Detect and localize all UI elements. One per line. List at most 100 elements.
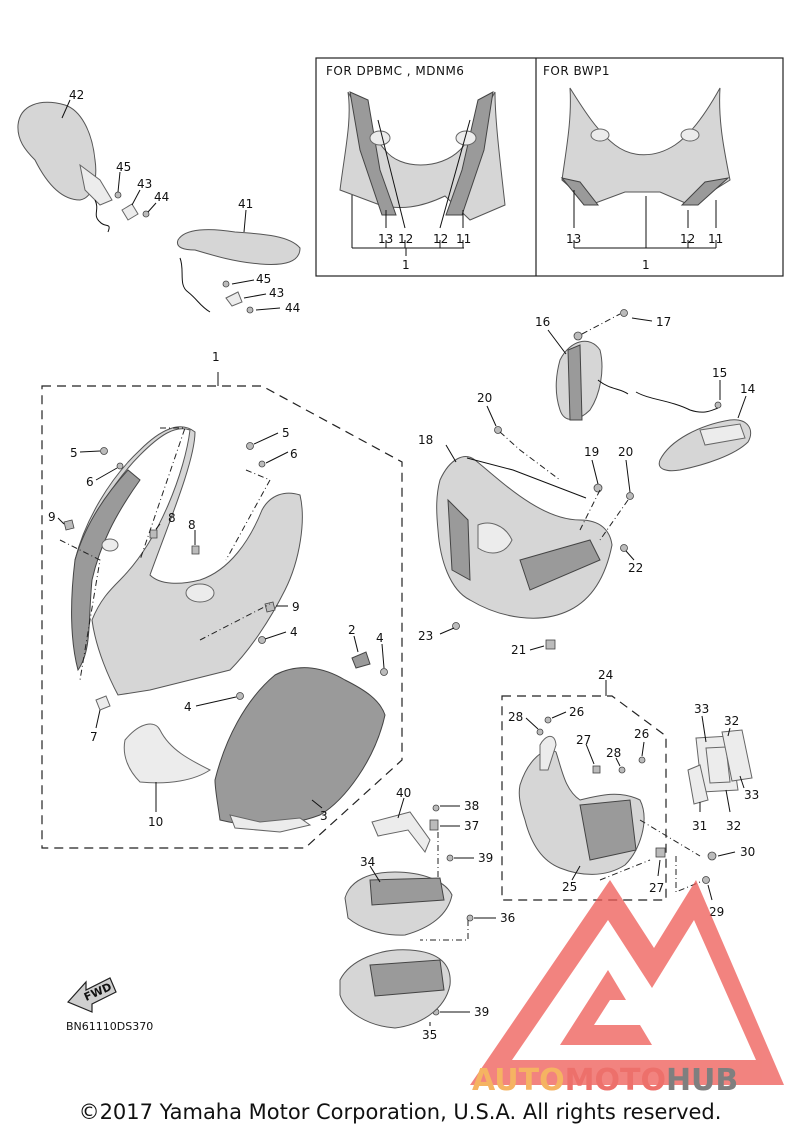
callout-32a: 32: [724, 714, 739, 728]
under-cover-35: [339, 949, 451, 1029]
callout-20a: 20: [477, 391, 492, 405]
callout-42: 42: [69, 88, 84, 102]
flasher-14: [635, 380, 752, 472]
side-cover-10: [123, 723, 211, 784]
callout-23: 23: [418, 629, 433, 643]
stay-40: [371, 797, 431, 853]
callout-43b: 43: [269, 286, 284, 300]
inset-left-label-1: 1: [402, 258, 410, 272]
callout-35: 35: [422, 1028, 437, 1042]
callout-44b: 44: [285, 301, 300, 315]
callout-16: 16: [535, 315, 550, 329]
callout-27b: 27: [649, 881, 664, 895]
callout-4c: 4: [376, 631, 384, 645]
callout-2: 2: [348, 623, 356, 637]
inset-right-cowl: [560, 87, 731, 206]
headlight-stay-18: [436, 456, 613, 619]
callout-17: 17: [656, 315, 671, 329]
svg-text:AUTOMOTOHUB: AUTOMOTOHUB: [472, 1063, 738, 1098]
callout-28a: 28: [508, 710, 523, 724]
diagram-code: BN61110DS370: [66, 1020, 153, 1033]
callout-25: 25: [562, 880, 577, 894]
leaders-cowling: [57, 427, 385, 729]
callout-4b: 4: [184, 700, 192, 714]
callout-9a: 9: [48, 510, 56, 524]
callout-18: 18: [418, 433, 433, 447]
fasteners-24: [525, 711, 736, 901]
cowling-group-1: [41, 372, 403, 849]
callout-6a: 6: [86, 475, 94, 489]
flasher-16: [547, 309, 653, 421]
callout-19: 19: [584, 445, 599, 459]
inset-left-label-11: 11: [456, 232, 471, 246]
inset-right-label-11: 11: [708, 232, 723, 246]
mirror-left-assembly: [17, 99, 157, 233]
copyright-notice: ©2017 Yamaha Motor Corporation, U.S.A. A…: [78, 1100, 722, 1124]
callout-30: 30: [740, 845, 755, 859]
watermark-moto: MOTO: [565, 1063, 666, 1098]
callout-28b: 28: [606, 746, 621, 760]
callout-15: 15: [712, 366, 727, 380]
callout-9b: 9: [292, 600, 300, 614]
callout-36: 36: [500, 911, 515, 925]
fasteners-cowling: [63, 442, 388, 711]
callout-27a: 27: [576, 733, 591, 747]
inset-right-leaders: [573, 190, 717, 249]
inset-left-title: FOR DPBMC , MDNM6: [326, 64, 464, 78]
watermark-hub: HUB: [666, 1063, 738, 1098]
callout-37: 37: [464, 819, 479, 833]
callout-32b: 32: [726, 819, 741, 833]
callout-39a: 39: [478, 851, 493, 865]
callout-21: 21: [511, 643, 526, 657]
inset-left-label-13: 13: [378, 232, 393, 246]
callout-29: 29: [709, 905, 724, 919]
inset-left-leaders: [351, 119, 471, 256]
watermark-logo: AUTOMOTOHUB: [470, 880, 784, 1098]
fasteners-18: [439, 405, 635, 651]
callout-33a: 33: [694, 702, 709, 716]
inset-left-label-12b: 12: [433, 232, 448, 246]
under-cover-34: [344, 865, 453, 936]
callout-43a: 43: [137, 177, 152, 191]
inset-left-cowl: [339, 91, 506, 221]
watermark-auto: AUTO: [472, 1063, 565, 1098]
fwd-arrow-icon: FWD: [66, 977, 117, 1013]
callout-41: 41: [238, 197, 253, 211]
mirror-right-assembly: [176, 209, 301, 314]
callout-22: 22: [628, 561, 643, 575]
callout-20b: 20: [618, 445, 633, 459]
callout-5a: 5: [70, 446, 78, 460]
callout-26a: 26: [569, 705, 584, 719]
inset-left-label-12a: 12: [398, 232, 413, 246]
variant-inset: FOR DPBMC , MDNM6 FOR BWP1 13 12 12 11: [315, 57, 784, 277]
callout-4a: 4: [290, 625, 298, 639]
callout-39b: 39: [474, 1005, 489, 1019]
cushion-set-31-33: [687, 715, 753, 813]
bracket-25: [518, 735, 645, 875]
callout-10: 10: [148, 815, 163, 829]
callout-44a: 44: [154, 190, 169, 204]
callout-8a: 8: [168, 511, 176, 525]
fasteners-34: [420, 804, 496, 1016]
callout-34: 34: [360, 855, 375, 869]
callout-3: 3: [320, 809, 328, 823]
callout-45a: 45: [116, 160, 131, 174]
callout-45b: 45: [256, 272, 271, 286]
callout-31: 31: [692, 819, 707, 833]
inset-right-label-13: 13: [566, 232, 581, 246]
callout-38: 38: [464, 799, 479, 813]
callout-26b: 26: [634, 727, 649, 741]
callout-24: 24: [598, 668, 613, 682]
callout-8b: 8: [188, 518, 196, 532]
callout-7: 7: [90, 730, 98, 744]
windscreen: [214, 667, 386, 833]
bracket-group-24: [501, 680, 667, 901]
upper-cowling: [71, 426, 303, 696]
callout-33b: 33: [744, 788, 759, 802]
callout-6b: 6: [290, 447, 298, 461]
inset-right-label-12: 12: [680, 232, 695, 246]
inset-right-label-1: 1: [642, 258, 650, 272]
callout-40: 40: [396, 786, 411, 800]
callout-1: 1: [212, 350, 220, 364]
